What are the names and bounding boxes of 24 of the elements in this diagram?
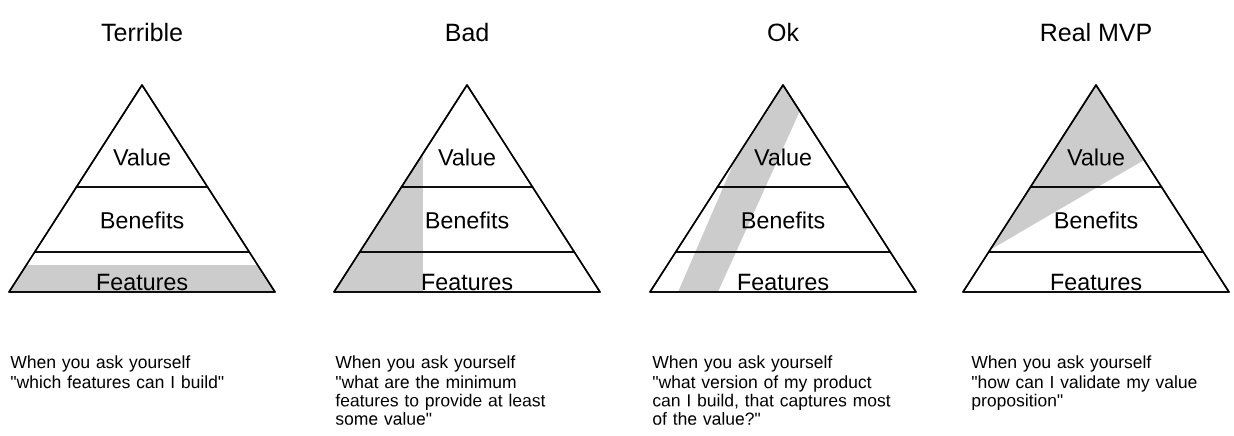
node-label: When you ask yourself <box>971 355 1152 372</box>
pyramid-tier: Benefits <box>358 186 576 253</box>
node-label: When you ask yourself <box>652 355 833 372</box>
node-label: Real MVP <box>1041 22 1151 42</box>
node-label: "what version of my product can I build, that captures most of the value?" <box>653 375 891 425</box>
pyramid-tier: Features <box>649 251 917 293</box>
pyramid-tier: Value <box>75 84 209 188</box>
pyramid-tier: Value <box>400 84 534 188</box>
pyramid-tier: Benefits <box>33 186 251 253</box>
pyramid-tier: Features <box>333 251 601 293</box>
pyramid-tier: Benefits <box>987 186 1205 253</box>
pyramid-tier: Value <box>716 84 850 188</box>
pyramid-tier: Features <box>8 251 276 293</box>
pyramid-tier: Value <box>1029 84 1163 188</box>
node-label: When you ask yourself <box>10 355 191 372</box>
node-label: When you ask yourself <box>335 355 516 372</box>
pyramid-tier: Benefits <box>674 186 892 253</box>
pyramid-tier: Features <box>962 251 1230 293</box>
node-label: "what are the minimum features to provide at least some value" <box>335 375 546 425</box>
node-label: "how can I validate my value proposition" <box>972 375 1197 410</box>
node-label: Terrible <box>101 22 182 42</box>
node-label: Bad <box>446 22 488 42</box>
node-label: "which features can I build" <box>11 375 224 389</box>
node-label: Ok <box>768 22 800 42</box>
